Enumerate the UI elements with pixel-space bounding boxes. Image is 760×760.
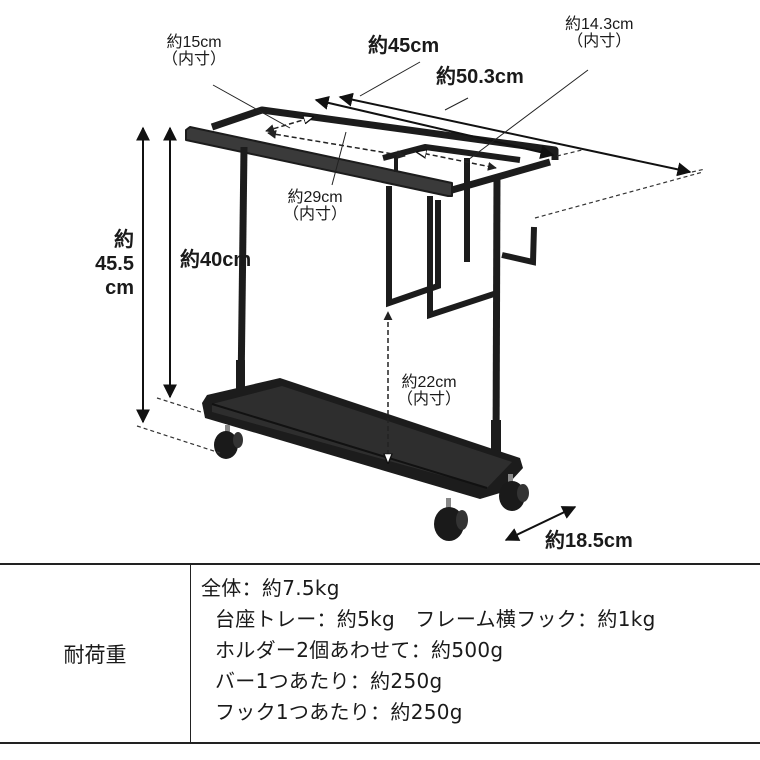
label-value: 約29cm xyxy=(287,189,343,206)
label-value: 約14.3cm xyxy=(565,16,634,33)
spec-line-total: 全体：約7.5kg xyxy=(201,576,340,600)
label-value: 約22cm xyxy=(401,374,457,391)
label-line: 約 xyxy=(114,229,134,251)
label-line: 45.5 xyxy=(95,253,134,275)
label-holder-inner: 約14.3cm （内寸） xyxy=(565,16,634,51)
product-dimension-diagram: 約15cm （内寸） 約45cm 約50.3cm 約14.3cm （内寸） 約2… xyxy=(84,16,706,552)
dimension-lines xyxy=(136,92,692,541)
label-frame-inner-length: 約29cm （内寸） xyxy=(283,189,348,224)
label-note: （内寸） xyxy=(283,205,348,223)
label-note: （内寸） xyxy=(162,50,227,68)
label-width-inner: 約45cm xyxy=(368,35,440,57)
uprights xyxy=(236,146,501,458)
spec-line-holders: ホルダー2個あわせて：約500g xyxy=(215,638,504,662)
spec-line-hook: フック1つあたり：約250g xyxy=(215,700,463,724)
load-capacity-table: 耐荷重 全体：約7.5kg 台座トレー：約5kg フレーム横フック：約1kg ホ… xyxy=(0,563,760,744)
label-line: cm xyxy=(105,277,134,299)
label-value: 約15cm xyxy=(166,34,222,51)
label-depth: 約18.5cm xyxy=(545,530,633,552)
table-header-load-capacity: 耐荷重 xyxy=(0,565,191,742)
side-hook xyxy=(501,226,537,266)
extension-lines xyxy=(136,149,706,454)
casters xyxy=(214,425,529,541)
label-top-inner-depth: 約15cm （内寸） xyxy=(162,34,227,69)
label-width-outer: 約50.3cm xyxy=(436,66,524,88)
table-body: 全体：約7.5kg 台座トレー：約5kg フレーム横フック：約1kg ホルダー2… xyxy=(191,565,760,742)
label-frame-height: 約40cm xyxy=(180,249,252,271)
base-tray xyxy=(202,378,523,499)
label-tray-clearance: 約22cm （内寸） xyxy=(397,374,462,409)
spec-line-tray-hook: 台座トレー：約5kg フレーム横フック：約1kg xyxy=(215,607,656,631)
label-note: （内寸） xyxy=(567,32,632,50)
spec-line-bar: バー1つあたり：約250g xyxy=(215,669,443,693)
label-total-height: 約 45.5 cm xyxy=(84,228,134,300)
cart-illustration xyxy=(136,61,706,541)
inner-dimension-arrows xyxy=(266,117,496,463)
label-note: （内寸） xyxy=(397,390,462,408)
